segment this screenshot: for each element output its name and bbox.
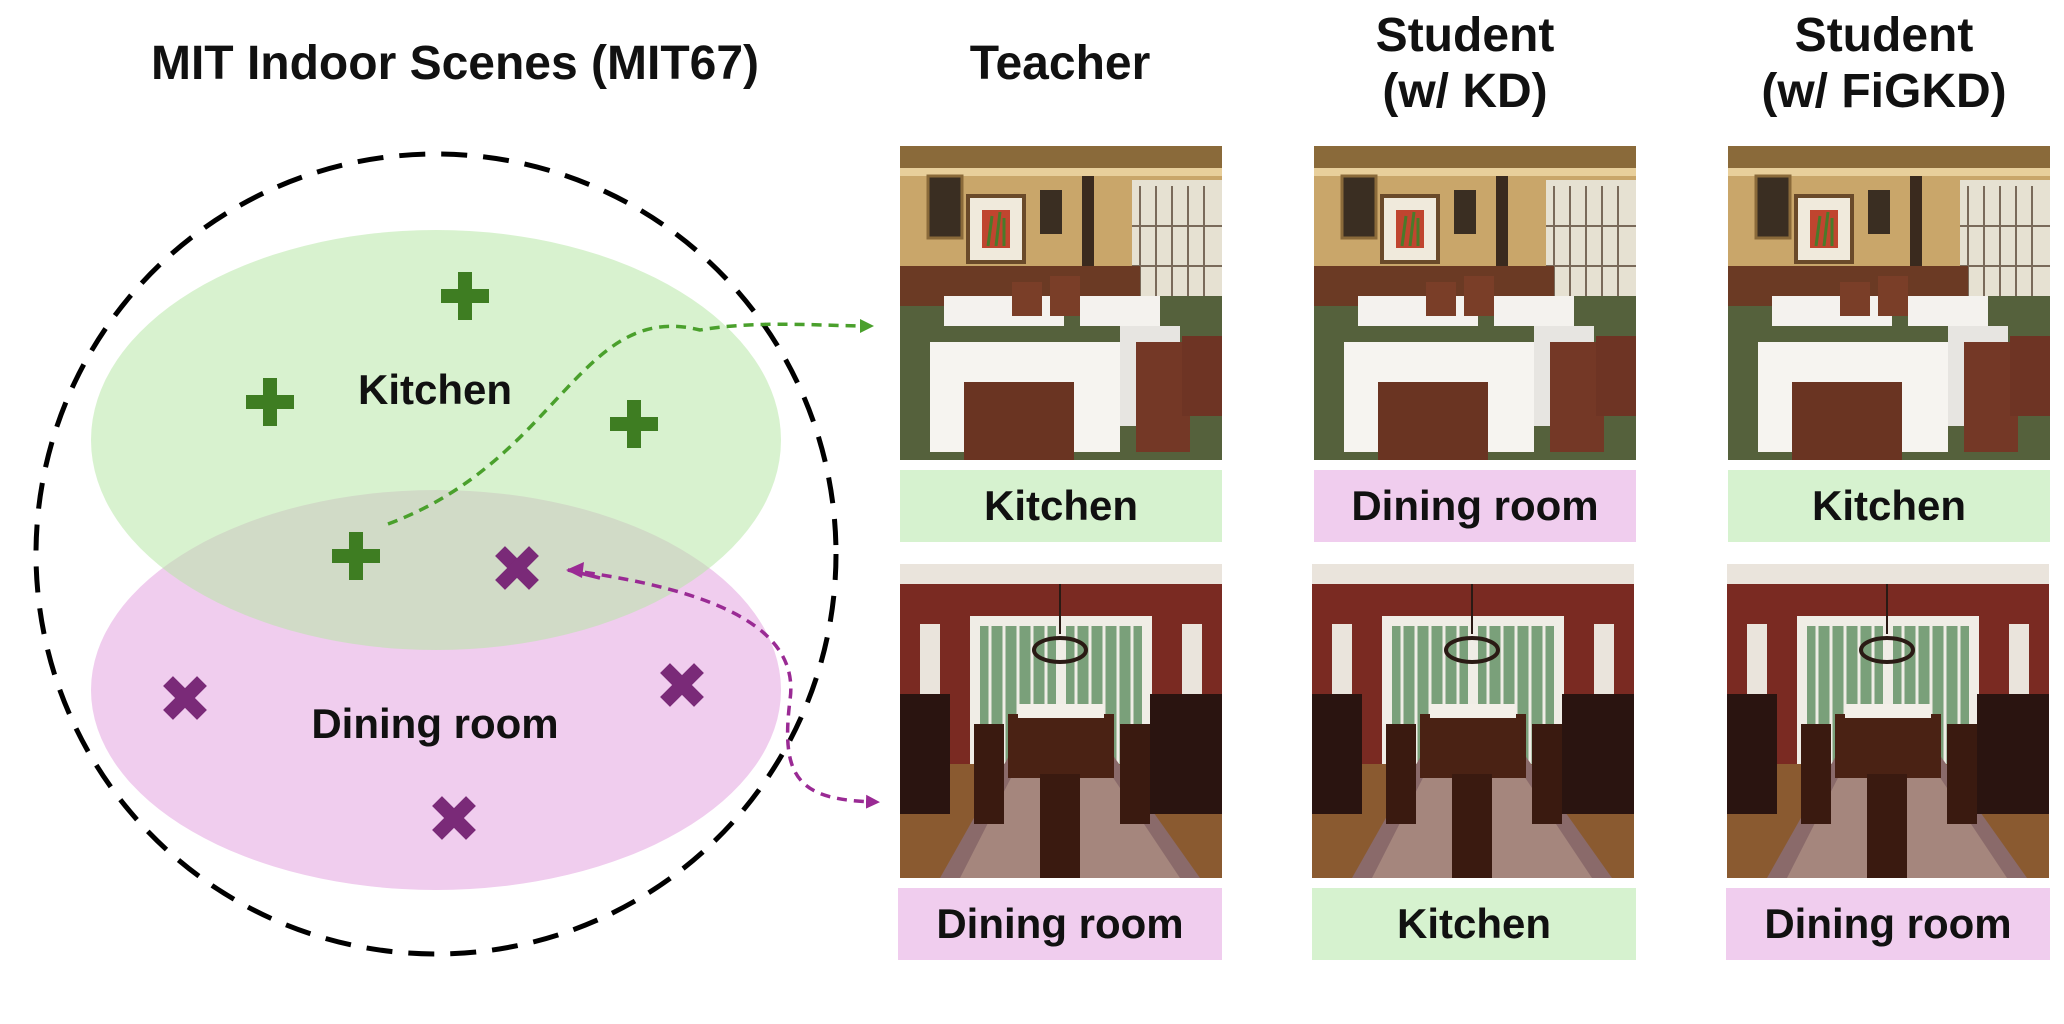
restaurant-image-student-kd [1314, 146, 1636, 460]
kitchen-sample-arrow [387, 318, 874, 526]
dining-arrow-head [566, 562, 584, 578]
dining-room-image-student-figkd [1726, 564, 2050, 878]
prediction-student-figkd-row2: Dining room [1726, 888, 2050, 960]
dataset-title: MIT Indoor Scenes (MIT67) [150, 37, 760, 90]
restaurant-image-teacher [900, 146, 1222, 460]
prediction-student-kd-row2: Kitchen [1312, 888, 1636, 960]
prediction-teacher-row2: Dining room [898, 888, 1222, 960]
dining-room-image-teacher [900, 564, 1222, 878]
column-title-teacher: Teacher [969, 37, 1151, 90]
restaurant-image-student-figkd [1728, 146, 2050, 460]
dining-room-image-student-kd [1312, 564, 1634, 878]
prediction-teacher-row1: Kitchen [900, 470, 1222, 542]
kitchen-cluster-label: Kitchen [357, 366, 512, 413]
prediction-student-figkd-row1: Kitchen [1728, 470, 2050, 542]
column-title-student-kd: Student (w/ KD) [1375, 9, 1555, 118]
dataset-boundary [33, 151, 839, 957]
prediction-student-kd-row1: Dining room [1314, 470, 1636, 542]
column-title-student-figkd: Student (w/ FiGKD) [1761, 9, 2007, 118]
kitchen-cluster-ellipse [91, 230, 781, 650]
dining-cluster-label: Dining room [311, 700, 559, 747]
dining-sample-arrow [567, 568, 880, 809]
